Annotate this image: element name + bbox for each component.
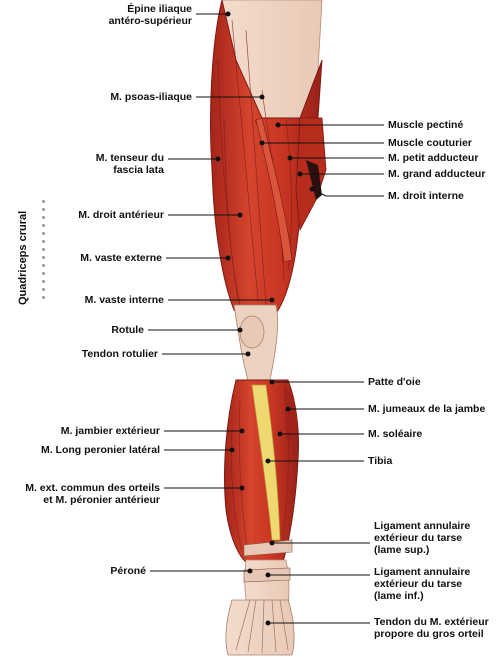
label-long-peronier-lateral: M. Long peronier latéral bbox=[40, 444, 160, 456]
label-tibia: Tibia bbox=[368, 455, 393, 467]
label-grand-adducteur: M. grand adducteur bbox=[388, 168, 486, 180]
label-tendon-rotulier: Tendon rotulier bbox=[81, 348, 158, 360]
calf-bulge bbox=[284, 385, 298, 440]
label-patte-d-oie: Patte d'oie bbox=[368, 376, 421, 388]
foot bbox=[225, 599, 295, 656]
label-muscle-couturier: Muscle couturier bbox=[388, 137, 473, 149]
retinaculum-sup bbox=[243, 539, 293, 557]
couturier-band bbox=[255, 117, 293, 263]
label-droit-anterieur: M. droit antérieur bbox=[78, 209, 164, 221]
quadriceps-side-label: Quadriceps crural bbox=[17, 210, 29, 305]
label-vaste-externe: M. vaste externe bbox=[80, 252, 162, 264]
label-droit-interne: M. droit interne bbox=[388, 190, 464, 202]
droit-interne-muscle bbox=[306, 160, 322, 200]
label-soleaire: M. soléaire bbox=[368, 428, 423, 440]
label-muscle-pectine: Muscle pectiné bbox=[388, 119, 464, 131]
label-psoas-iliaque: M. psoas-iliaque bbox=[110, 91, 192, 103]
label-rotule: Rotule bbox=[111, 324, 144, 336]
patella bbox=[239, 315, 265, 349]
label-perone: Péroné bbox=[110, 565, 146, 577]
label-jambier-exterieur: M. jambier extérieur bbox=[60, 425, 160, 437]
label-vaste-interne: M. vaste interne bbox=[84, 294, 164, 306]
label-jumeaux-jambe: M. jumeaux de la jambe bbox=[368, 403, 486, 415]
label-petit-adducteur: M. petit adducteur bbox=[388, 152, 479, 164]
